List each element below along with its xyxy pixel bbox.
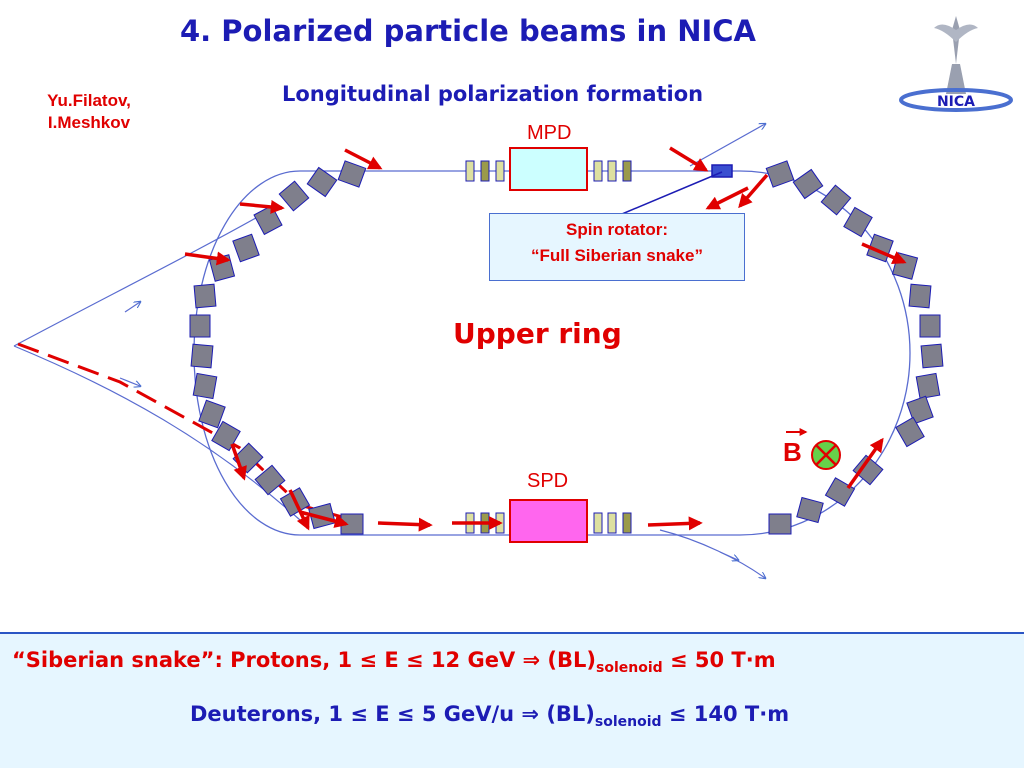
- extraction-line-bottom: [659, 529, 765, 578]
- quadrupole-lens: [622, 160, 632, 182]
- protons-formula: Protons, 1 ≤ E ≤ 12 GeV ⇒ (BL): [222, 648, 597, 672]
- dipole-magnet: [768, 513, 792, 535]
- dipole-magnet: [253, 204, 283, 236]
- polarization-arrow: [738, 173, 769, 209]
- polarization-arrow: [299, 510, 349, 528]
- polarization-arrow: [230, 443, 247, 481]
- quadrupole-lens: [607, 160, 617, 182]
- quadrupole-lens: [495, 160, 505, 182]
- injection-line-lower: [13, 345, 301, 521]
- field-label: B: [783, 437, 802, 467]
- extraction-arrow-bottom: [719, 551, 738, 560]
- dipole-magnet: [192, 372, 218, 400]
- dipole-magnet: [337, 160, 367, 188]
- dipole-magnet: [193, 283, 217, 309]
- nica-logo: NICA: [899, 16, 1013, 112]
- spd-detector: [509, 499, 588, 543]
- dipole-magnet: [824, 477, 856, 507]
- ring-label: Upper ring: [453, 317, 622, 350]
- svg-text:NICA: NICA: [937, 94, 975, 110]
- protons-limit: ≤ 50 T·m: [662, 648, 776, 672]
- polarization-arrow: [846, 437, 884, 490]
- deuterons-subscript: solenoid: [594, 714, 662, 731]
- polarization-arrow: [288, 489, 310, 531]
- polarization-arrow: [377, 517, 433, 532]
- dipole-magnet: [306, 166, 338, 198]
- quadrupole-lens: [480, 160, 490, 182]
- deuterons-limit: ≤ 140 T·m: [661, 702, 790, 726]
- polarization-arrow: [239, 199, 285, 214]
- spin-rotator-pointer: [621, 171, 723, 215]
- author-line-1: Yu.Filatov,: [47, 91, 131, 110]
- dipole-magnet: [254, 464, 286, 496]
- deuterons-formula: Deuterons, 1 ≤ E ≤ 5 GeV/u ⇒ (BL): [190, 702, 595, 726]
- dipole-magnet: [906, 395, 934, 425]
- injection-dashed-path: [17, 342, 361, 524]
- quadrupole-lens: [465, 160, 475, 182]
- extraction-line-top: [689, 124, 765, 167]
- mpd-label: MPD: [527, 122, 572, 144]
- dipole-magnet: [189, 314, 211, 338]
- polarization-arrow: [705, 186, 749, 210]
- quadrupole-lens: [607, 512, 617, 534]
- authors: Yu.Filatov, I.Meshkov: [24, 90, 154, 134]
- quadrupole-lens: [593, 160, 603, 182]
- injection-arrow-mid: [119, 377, 140, 386]
- spin-rotator-callout: Spin rotator: “Full Siberian snake”: [489, 213, 745, 281]
- page-title: 4. Polarized particle beams in NICA: [180, 14, 756, 48]
- spin-rotator-subtitle: “Full Siberian snake”: [531, 246, 703, 265]
- polarization-vectors: [184, 146, 907, 532]
- formula-line-1: “Siberian snake”: Protons, 1 ≤ E ≤ 12 Ge…: [12, 648, 776, 676]
- author-line-2: I.Meshkov: [47, 113, 131, 132]
- dipole-magnet: [908, 283, 932, 309]
- snake-label: “Siberian snake”:: [12, 648, 223, 672]
- ring-diagram: [13, 0, 944, 632]
- dipole-magnet: [232, 233, 260, 263]
- dipole-magnet: [190, 343, 214, 369]
- page-subtitle: Longitudinal polarization formation: [282, 82, 704, 106]
- dipole-magnets: [189, 160, 944, 535]
- polarization-arrow: [344, 148, 383, 170]
- injection-line-upper: [13, 210, 270, 347]
- polarization-arrow: [647, 516, 703, 531]
- polarization-arrow: [184, 251, 231, 266]
- dipole-magnet: [920, 343, 944, 369]
- spd-label: SPD: [527, 470, 569, 492]
- polarization-arrow: [861, 242, 907, 265]
- dipole-magnet: [843, 206, 873, 238]
- dipole-magnet: [211, 420, 241, 452]
- dipole-magnet: [820, 184, 852, 216]
- formula-box: “Siberian snake”: Protons, 1 ≤ E ≤ 12 Ge…: [0, 632, 1024, 768]
- dipole-magnet: [796, 496, 824, 524]
- dipole-magnet: [198, 399, 226, 429]
- dipole-magnet: [278, 180, 310, 212]
- spin-rotator-title: Spin rotator:: [566, 220, 668, 239]
- dipole-magnet: [891, 252, 919, 280]
- mpd-detector: [509, 147, 588, 191]
- dipole-magnet: [915, 372, 941, 400]
- protons-subscript: solenoid: [596, 660, 663, 677]
- dipole-magnet: [852, 454, 884, 486]
- dipole-magnet: [895, 416, 925, 448]
- quadrupole-lens: [622, 512, 632, 534]
- dipole-magnet: [919, 314, 941, 338]
- polarization-arrow: [669, 146, 709, 172]
- dipole-magnet: [792, 168, 824, 200]
- formula-line-2: Deuterons, 1 ≤ E ≤ 5 GeV/u ⇒ (BL)solenoi…: [190, 702, 789, 730]
- dipole-magnet: [765, 160, 795, 188]
- injection-arrow-top: [124, 302, 140, 313]
- quadrupole-lens: [593, 512, 603, 534]
